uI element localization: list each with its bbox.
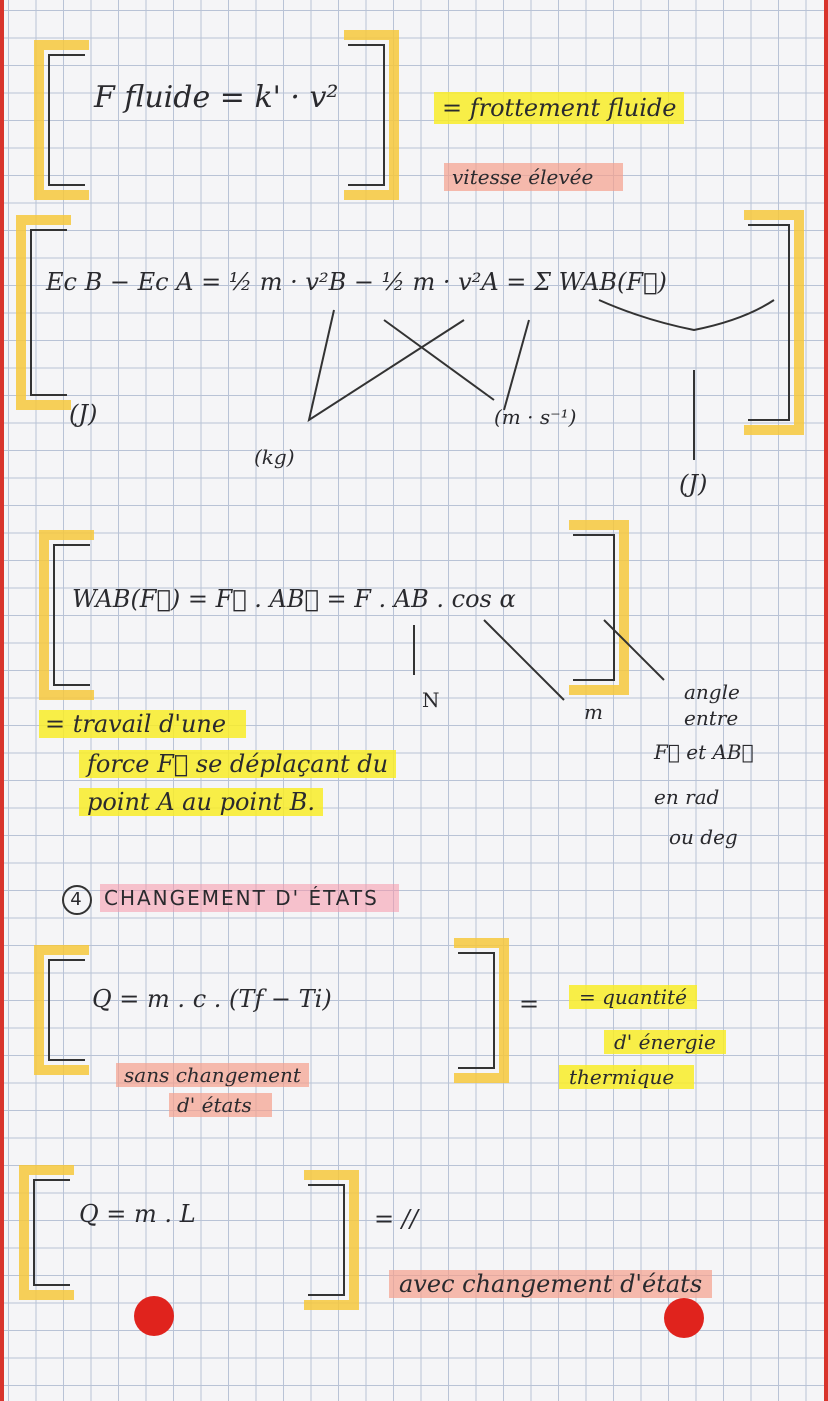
- angle-note-line: ou deg: [669, 825, 738, 849]
- section-title: CHANGEMENT D' ÉTATS: [100, 884, 399, 912]
- work-definition-line: force F⃗ se déplaçant du: [79, 750, 397, 778]
- unit-speed: (m · s⁻¹): [494, 405, 577, 429]
- bracket-open: [34, 945, 89, 1075]
- connector-lines: [413, 619, 665, 701]
- heat-note-line: sans changement: [116, 1063, 309, 1087]
- unit-kilogram: (kg): [254, 445, 295, 469]
- latent-heat-formula: Q = m . L: [79, 1200, 196, 1228]
- kinetic-energy-theorem: Ec B − Ec A = ½ m · v²B − ½ m · v²A = Σ …: [46, 268, 667, 296]
- heat-formula: Q = m . c . (Tf − Ti): [92, 985, 332, 1013]
- fluid-friction-formula: F fluide = k' · v²: [94, 80, 339, 115]
- unit-newton: N: [422, 688, 440, 712]
- bracket-open: [39, 530, 94, 700]
- heat-meaning-line: = quantité: [569, 985, 697, 1009]
- connector-lines: [307, 299, 775, 460]
- high-speed-note: vitesse élevée: [444, 163, 624, 191]
- angle-note-line: angle: [684, 680, 740, 704]
- bracket-close: [569, 520, 629, 695]
- work-formula: WAB(F⃗) = F⃗ . AB⃗ = F . AB . cos α: [72, 585, 516, 613]
- unit-meter: m: [584, 700, 603, 724]
- bracket-open: [16, 215, 71, 410]
- latent-heat-note: avec changement d'états: [389, 1270, 713, 1298]
- heat-note-line: d' états: [169, 1093, 272, 1117]
- bracket-open: [19, 1165, 74, 1300]
- work-definition-line: = travail d'une: [39, 710, 247, 738]
- bracket-close: [744, 210, 804, 435]
- heat-meaning-line: d' énergie: [604, 1030, 726, 1054]
- bracket-close: [344, 30, 399, 200]
- angle-note-line: entre: [684, 706, 739, 730]
- angle-note-line: en rad: [654, 785, 720, 809]
- bracket-open: [34, 40, 89, 200]
- unit-joule-work: (J): [679, 470, 708, 498]
- section-heading: 4 CHANGEMENT D' ÉTATS: [62, 884, 399, 915]
- section-number: 4: [62, 885, 92, 915]
- work-definition-line: point A au point B.: [79, 788, 324, 816]
- bracket-close: [304, 1170, 359, 1310]
- punch-hole: [664, 1298, 704, 1338]
- unit-joule: (J): [69, 400, 98, 428]
- latent-heat-equals: = //: [374, 1205, 418, 1233]
- punch-hole: [134, 1296, 174, 1336]
- fluid-friction-label: = frottement fluide: [434, 92, 685, 124]
- bracket-close: [454, 938, 509, 1083]
- heat-meaning-line: thermique: [559, 1065, 695, 1089]
- equals-sign: =: [519, 990, 540, 1018]
- angle-note-line: F⃗ et AB⃗: [654, 740, 754, 764]
